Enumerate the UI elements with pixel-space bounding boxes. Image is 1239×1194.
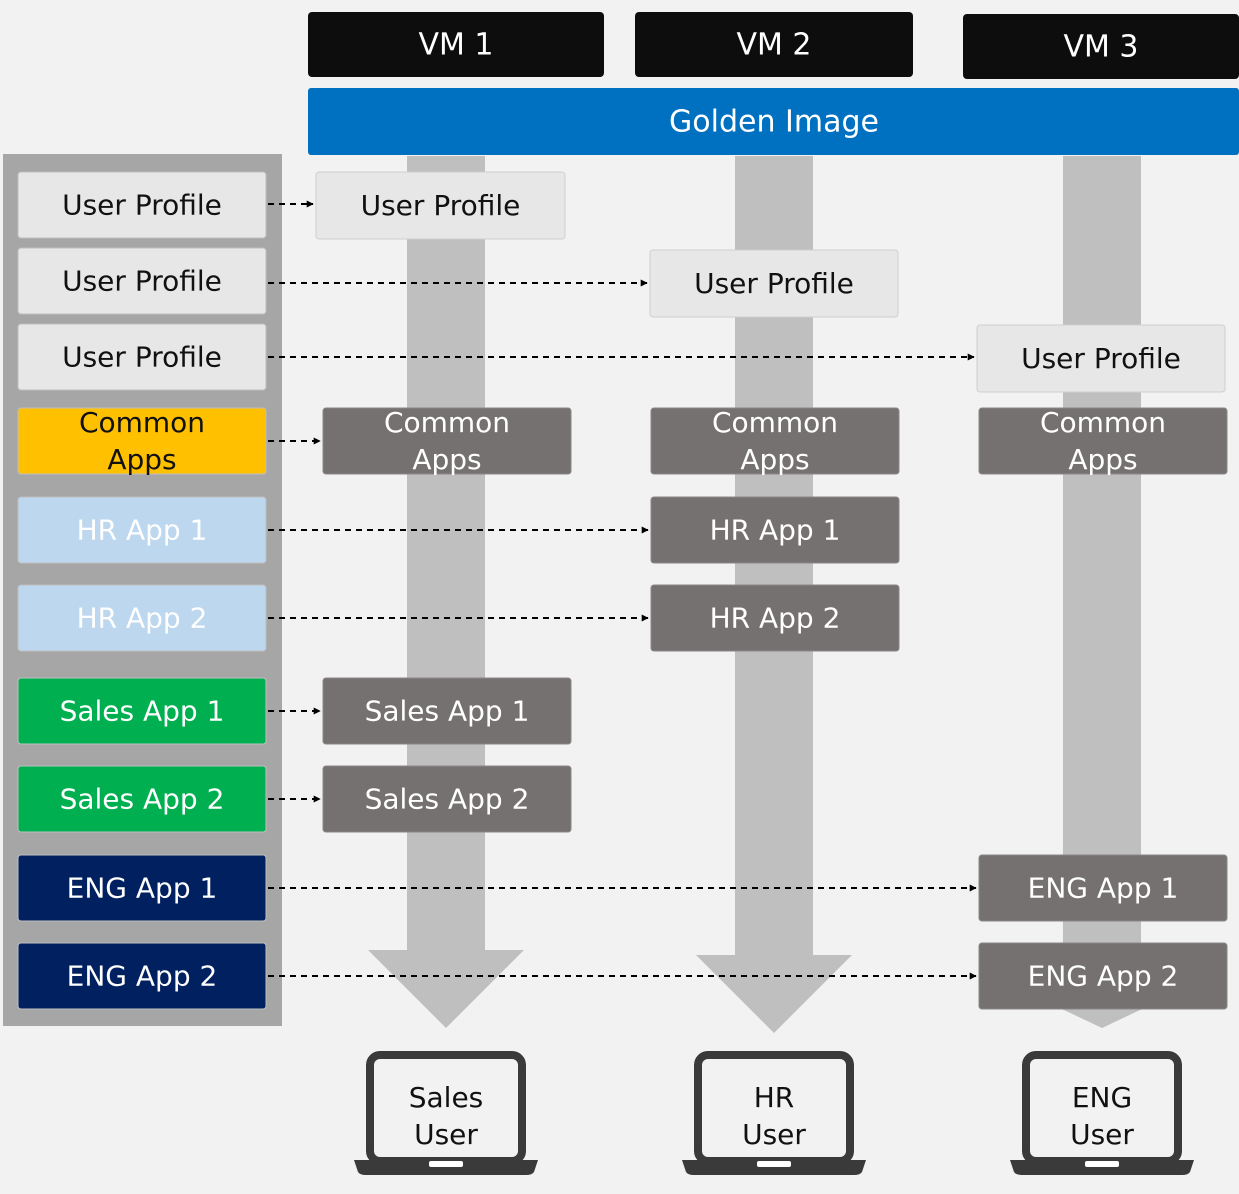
vm-layer-label: HR App 1 [710, 514, 841, 547]
source-layer-label: Sales App 2 [60, 783, 225, 816]
source-layer-label: User Profile [62, 189, 222, 222]
vm1-label: VM 1 [418, 28, 493, 63]
laptop-base [354, 1160, 538, 1175]
source-layer-sales1 [17, 677, 267, 745]
vm1-header [308, 12, 604, 77]
laptop-trackpad [429, 1161, 463, 1167]
vm1-layer [322, 765, 572, 833]
source-layer-label: User Profile [62, 265, 222, 298]
vm-layer-label: Sales App 1 [365, 695, 530, 728]
laptop-base [1010, 1160, 1194, 1175]
vm-layer-label: Common [1040, 406, 1166, 439]
laptop-trackpad [757, 1161, 791, 1167]
vm2-layer [650, 407, 900, 475]
source-layer-hr1 [17, 496, 267, 564]
user-label: Sales [409, 1081, 484, 1114]
source-layer-up2 [17, 247, 267, 315]
laptop-icon [1010, 1051, 1194, 1175]
user-label: User [414, 1118, 478, 1151]
vm-layer-label: Common [712, 406, 838, 439]
source-layer-common [17, 407, 267, 475]
source-layer-sales2 [17, 765, 267, 833]
source-layer-eng1 [17, 854, 267, 922]
vm-layer-label: Apps [412, 443, 481, 476]
vm2-label: VM 2 [736, 28, 811, 63]
vm3-layer [978, 942, 1228, 1010]
source-layer-label: HR App 2 [77, 602, 208, 635]
source-layer-hr2 [17, 584, 267, 652]
source-layer-label: Apps [107, 443, 176, 476]
vm1-layer [315, 171, 566, 240]
vm3-label: VM 3 [1063, 30, 1138, 65]
vm-layer-label: Apps [740, 443, 809, 476]
flow-arrow-vm1 [368, 156, 524, 1028]
vm-layer-label: Apps [1068, 443, 1137, 476]
vm3-layer [978, 854, 1228, 922]
vm-layer-label: Common [384, 406, 510, 439]
source-layer-label: ENG App 2 [67, 960, 218, 993]
vm2-header [635, 12, 913, 77]
golden-image-bar [308, 88, 1239, 155]
vm-layer-label: ENG App 2 [1028, 960, 1179, 993]
vm-layer-label: ENG App 1 [1028, 872, 1179, 905]
vm-layer-label: User Profile [1021, 342, 1181, 375]
source-layer-up1 [17, 171, 267, 239]
laptop-icon [354, 1051, 538, 1175]
source-layer-label: Common [79, 406, 205, 439]
source-layer-label: HR App 1 [77, 514, 208, 547]
vm-layer-label: Sales App 2 [365, 783, 530, 816]
vm-layer-label: HR App 2 [710, 602, 841, 635]
vm1-layer [322, 407, 572, 475]
vm2-layer [650, 496, 900, 564]
user-label: User [1070, 1118, 1134, 1151]
golden-image-label: Golden Image [669, 105, 879, 140]
vm2-layer [650, 584, 900, 652]
user-label: User [742, 1118, 806, 1151]
laptop-base [682, 1160, 866, 1175]
vm3-layer [976, 324, 1226, 393]
vm-layer-label: User Profile [361, 189, 521, 222]
source-layer-label: Sales App 1 [60, 695, 225, 728]
source-layer-eng2 [17, 942, 267, 1010]
vm3-header [963, 14, 1239, 79]
source-layer-up3 [17, 323, 267, 391]
laptop-trackpad [1085, 1161, 1119, 1167]
user-label: HR [754, 1081, 795, 1114]
laptop-icon [682, 1051, 866, 1175]
vm1-layer [322, 677, 572, 745]
source-layer-label: User Profile [62, 341, 222, 374]
vm3-layer [978, 407, 1228, 475]
vm2-layer [649, 249, 899, 318]
user-label: ENG [1072, 1081, 1132, 1114]
source-layer-label: ENG App 1 [67, 872, 218, 905]
vm-layer-label: User Profile [694, 267, 854, 300]
